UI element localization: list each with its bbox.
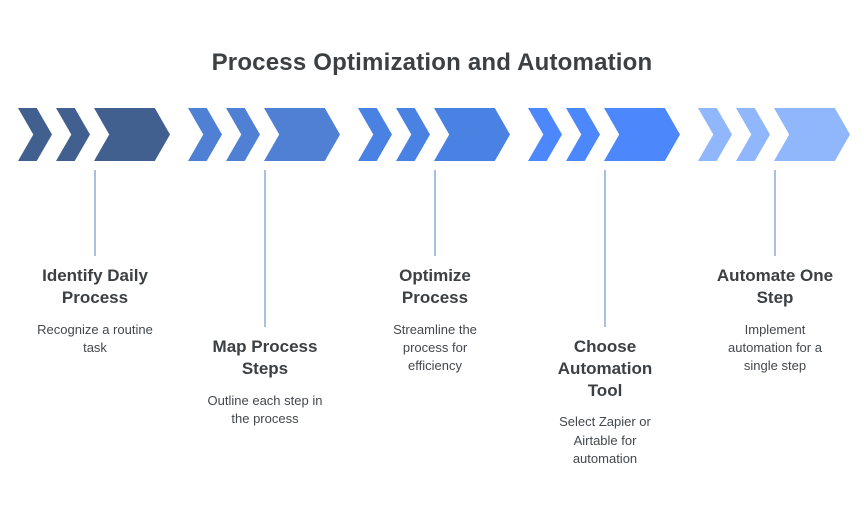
chevron-small-icon: [736, 108, 770, 161]
step-title: Choose Automation Tool: [557, 337, 653, 400]
chevron-large-icon: [604, 108, 680, 161]
step-text-step-2: Map Process Steps Outline each step in t…: [177, 336, 353, 428]
step-title: Optimize Process: [399, 266, 471, 307]
chevron-large-icon: [774, 108, 850, 161]
chevron-small-icon: [358, 108, 392, 161]
chevron-large-icon: [94, 108, 170, 161]
chevron-small-icon: [698, 108, 732, 161]
page-title: Process Optimization and Automation: [211, 49, 653, 76]
step-title: Identify Daily Process: [42, 266, 148, 307]
chevron-small-icon: [528, 108, 562, 161]
step-description: Outline each step in the process: [207, 392, 323, 426]
arrow-group-step-3[interactable]: [358, 108, 510, 161]
step-text-step-3: Optimize Process Streamline the process …: [347, 265, 523, 376]
step-text-step-1: Identify Daily Process Recognize a routi…: [7, 265, 183, 357]
chevron-large-icon: [264, 108, 340, 161]
chevron-small-icon: [188, 108, 222, 161]
chevron-small-icon: [396, 108, 430, 161]
connector-line-step-4: [604, 170, 606, 327]
arrow-group-step-1[interactable]: [18, 108, 170, 161]
connector-line-step-2: [264, 170, 266, 327]
step-description: Streamline the process for efficiency: [393, 321, 477, 374]
connector-line-step-1: [94, 170, 96, 256]
chevron-small-icon: [566, 108, 600, 161]
chevron-large-icon: [434, 108, 510, 161]
step-description: Implement automation for a single step: [728, 321, 822, 374]
arrow-group-step-2[interactable]: [188, 108, 340, 161]
connector-line-step-5: [774, 170, 776, 256]
chevron-small-icon: [56, 108, 90, 161]
chevron-small-icon: [18, 108, 52, 161]
step-description: Select Zapier or Airtable for automation: [559, 414, 651, 467]
step-title: Map Process Steps: [212, 337, 318, 378]
chevron-small-icon: [226, 108, 260, 161]
step-title: Automate One Step: [716, 266, 834, 307]
step-description: Recognize a routine task: [37, 321, 153, 355]
step-text-step-4: Choose Automation Tool Select Zapier or …: [517, 336, 693, 469]
arrow-group-step-4[interactable]: [528, 108, 680, 161]
step-text-step-5: Automate One Step Implement automation f…: [687, 265, 863, 376]
arrow-group-step-5[interactable]: [698, 108, 850, 161]
connector-line-step-3: [434, 170, 436, 256]
